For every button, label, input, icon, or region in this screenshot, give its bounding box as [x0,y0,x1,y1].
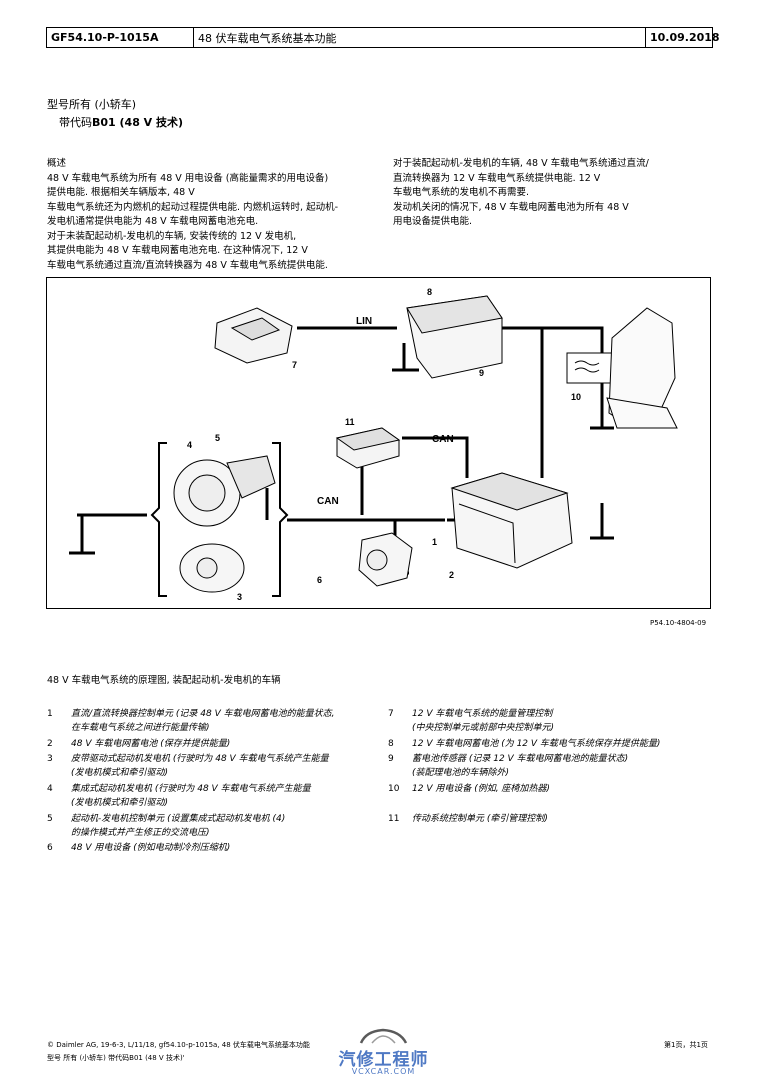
figure-code: P54.10-4804-09 [650,619,707,627]
callout-2: 2 [449,570,454,580]
footer-line-2: 型号 所有 (小轿车) 带代码B01 (48 V 技术)' [47,1054,185,1062]
doc-id: GF54.10-P-1015A [47,28,194,47]
overview-right: 对于装配起动机-发电机的车辆, 48 V 车载电气系统通过直流/ 直流转换器为 … [393,158,649,227]
callout-7: 7 [292,360,297,370]
footer-page: 第1页，共1页 [664,1041,708,1049]
component-7-control-unit [214,307,293,364]
component-1-2-dcdc-battery48 [450,472,573,569]
watermark-text: 汽修工程师 [338,1050,429,1070]
component-10-consumer-12v [566,352,613,384]
lin-label: LIN [356,316,372,327]
component-4-5-starter-generator [173,455,276,527]
doc-date: 10.09.2018 [650,31,720,44]
model-block: 型号所有 (小轿车) 带代码B01 (48 V 技术) [47,96,183,132]
legend-right: 7 12 V 车载电气系统的能量管理控制 (中央控制单元或前部中央控制单元) 8… [388,709,661,824]
schematic-figure: LIN CAN CAN 1 2 3 4 5 6 7 8 9 10 11 [46,277,711,609]
car-icon [359,1028,408,1044]
can-label-1: CAN [432,434,454,445]
legend-left: 1 直流/直流转换器控制单元 (记录 48 V 车载电网蓄电池的能量状态, 在车… [47,709,335,853]
callout-8: 8 [427,287,432,297]
component-11-control-unit [335,427,401,469]
watermark-logo: 汽修工程师 VCXCAR.COM [326,1025,441,1080]
component-3-belt-generator [179,543,245,593]
callout-10: 10 [571,392,581,402]
callouts: 1 2 3 4 5 6 7 8 9 10 11 [187,287,581,602]
can-label-2: CAN [317,496,339,507]
callout-9: 9 [479,368,484,378]
doc-title: 48 伏车载电气系统基本功能 [194,28,646,47]
overview-left: 概述 48 V 车载电气系统为所有 48 V 用电设备 (高能量需求的用电设备)… [47,158,339,271]
component-6-compressor [358,532,413,587]
schematic-drawing: LIN CAN CAN 1 2 3 4 5 6 7 8 9 10 11 [69,287,678,602]
component-8-battery-12v [406,295,503,379]
document-header: GF54.10-P-1015A 48 伏车载电气系统基本功能 10.09.201… [46,27,720,48]
footer-line-1: © Daimler AG, 19-6-3, L/11/18, gf54.10-p… [47,1041,310,1049]
watermark-sub: VCXCAR.COM [351,1067,416,1076]
figure-caption: 48 V 车载电气系统的原理图, 装配起动机-发电机的车辆 [47,675,281,686]
callout-5: 5 [215,433,220,443]
seat-drawing [606,307,678,429]
callout-4: 4 [187,440,192,450]
code-line: 带代码B01 (48 V 技术) [59,116,184,129]
model-line: 型号所有 (小轿车) [47,98,137,111]
callout-6: 6 [317,575,322,585]
callout-3: 3 [237,592,242,602]
callout-1: 1 [432,537,437,547]
callout-11: 11 [345,417,355,427]
